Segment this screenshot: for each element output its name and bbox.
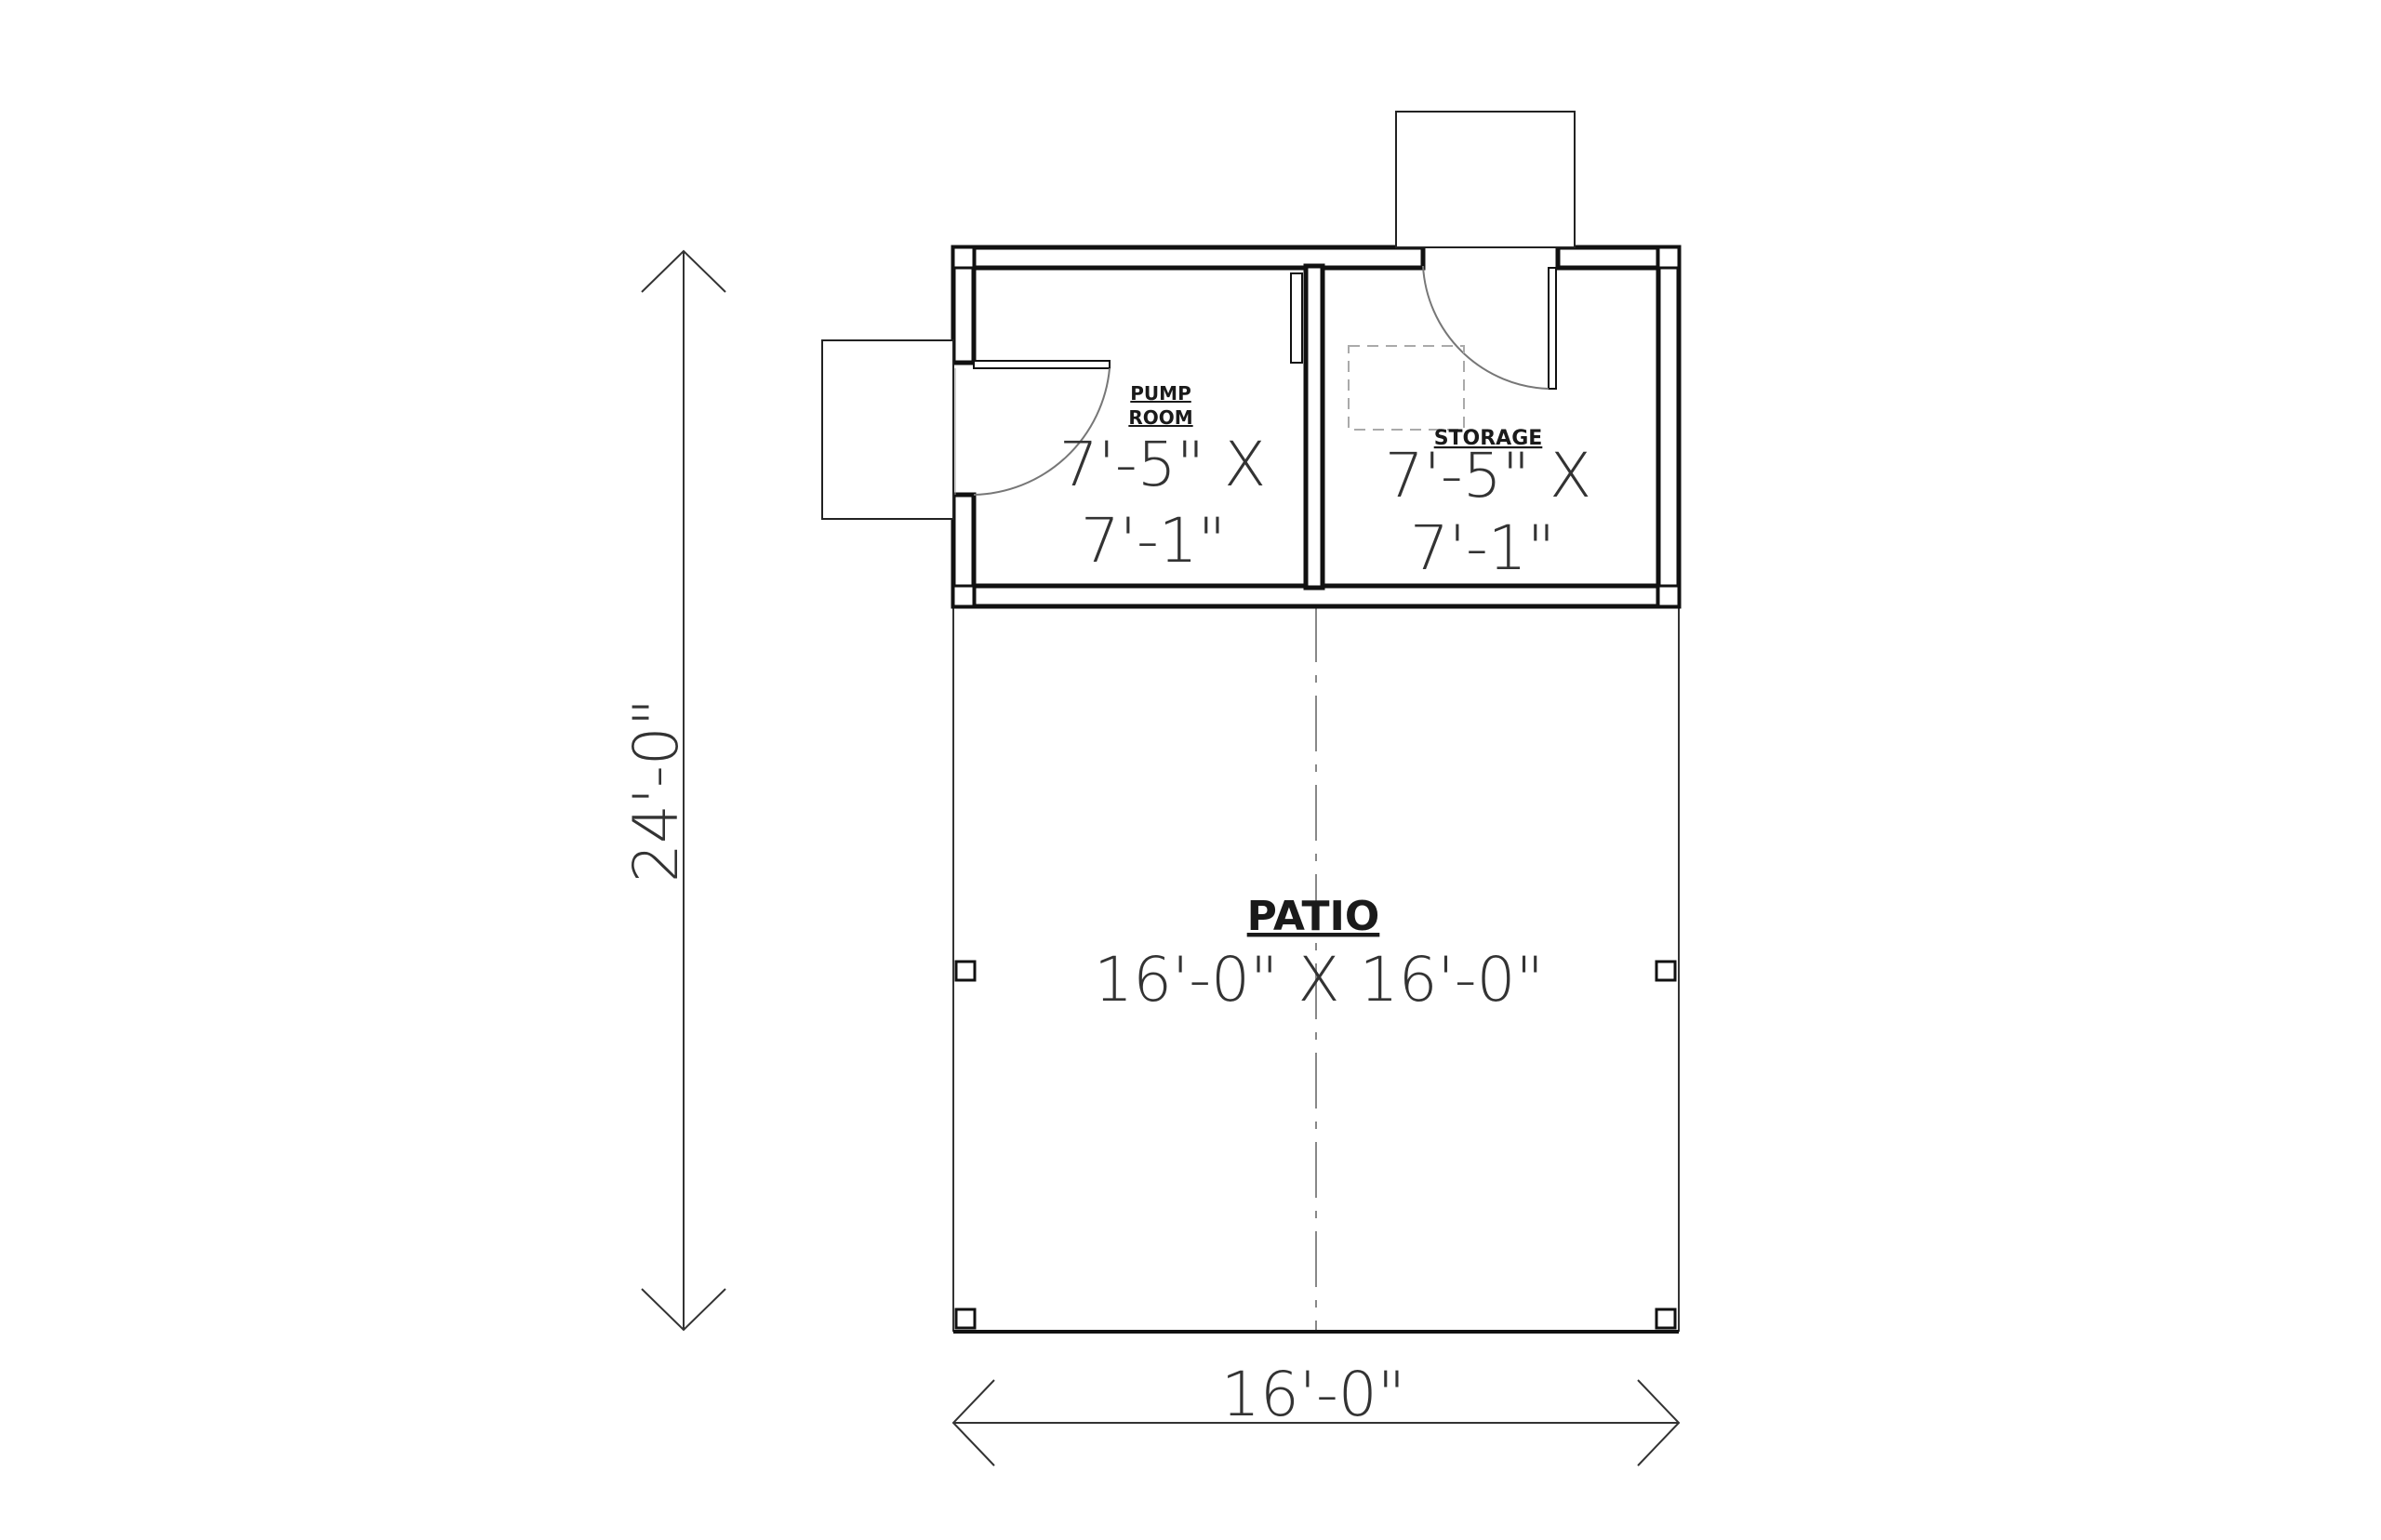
storage-dims-line1: 7'-5" X: [1385, 440, 1592, 511]
overall-depth-dimension: 24'-0": [620, 249, 726, 1332]
patio-slab: [952, 603, 1680, 1334]
patio-name: PATIO: [1247, 893, 1380, 940]
post: [954, 960, 977, 982]
overall-width-dimension: 16'-0": [951, 1359, 1681, 1467]
storage-equipment-outline: [1348, 345, 1465, 431]
pump-room-name-line2: ROOM: [1128, 406, 1192, 429]
storage-door: [1395, 111, 1576, 390]
patio-dims: 16'-0" X 16'-0": [1094, 944, 1544, 1016]
building-walls: [951, 245, 1682, 609]
post: [1655, 960, 1677, 982]
patio-posts: [954, 960, 1677, 1330]
post: [954, 1308, 977, 1330]
storage-name: STORAGE: [1434, 427, 1543, 450]
pump-room-dims-line1: 7'-5" X: [1059, 429, 1267, 500]
overall-width-label: 16'-0": [1221, 1359, 1405, 1430]
overall-depth-label: 24'-0": [620, 698, 692, 883]
post: [1655, 1308, 1677, 1330]
storage-dims-line2: 7'-1": [1410, 512, 1555, 584]
pump-room-name: PUMP: [1130, 382, 1190, 405]
pump-room-dims-line2: 7'-1": [1081, 505, 1226, 577]
pump-room-shelf: [1290, 272, 1303, 364]
pump-room-door: [821, 339, 1111, 520]
